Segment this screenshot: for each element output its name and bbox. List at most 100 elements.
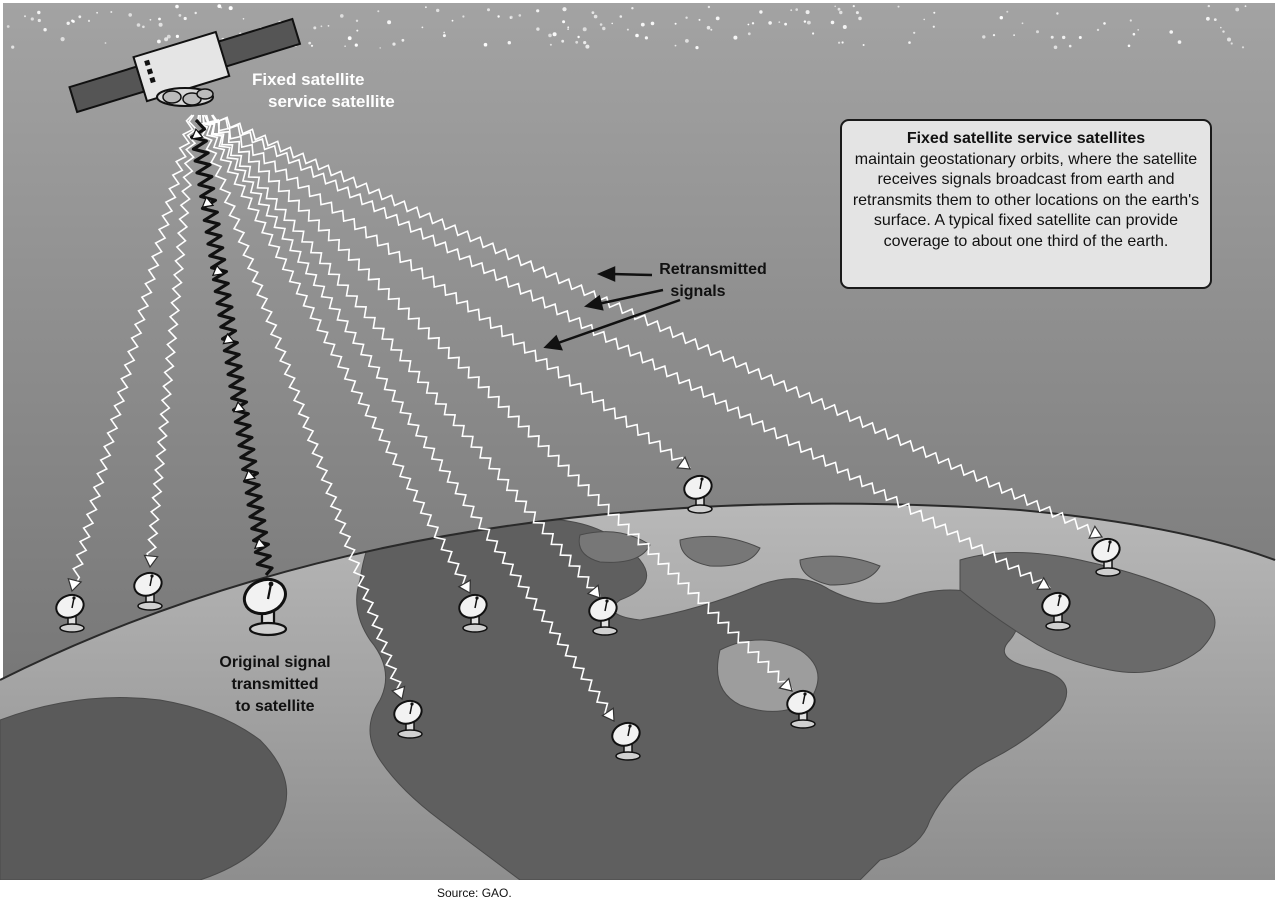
star	[78, 15, 82, 19]
satellite-dish-icon	[242, 577, 288, 637]
star	[60, 37, 65, 42]
downlink-arrowhead	[1088, 525, 1104, 539]
star	[178, 14, 182, 17]
star	[217, 4, 222, 8]
star	[1068, 44, 1072, 48]
original-label-line1: Original signal	[219, 654, 331, 671]
satellite-label-line2: service satellite	[268, 92, 395, 111]
star	[175, 34, 179, 39]
star	[549, 43, 552, 46]
uplink-arrowhead	[190, 127, 204, 140]
star	[1036, 30, 1039, 34]
star	[327, 25, 330, 27]
star	[149, 18, 152, 21]
star	[1006, 10, 1009, 13]
star	[175, 4, 179, 9]
star	[631, 7, 634, 10]
star	[583, 41, 587, 45]
star	[6, 25, 10, 28]
star	[43, 28, 47, 32]
retransmitted-label: Retransmitted signals	[650, 259, 776, 303]
uplink-arrowhead	[232, 400, 246, 413]
star	[575, 40, 579, 44]
star	[1235, 7, 1240, 12]
satellite-dish-icon	[1091, 537, 1121, 577]
star	[562, 7, 567, 12]
star	[626, 28, 629, 31]
satellite-dish-icon	[588, 596, 618, 636]
star	[650, 21, 655, 26]
star	[908, 41, 911, 44]
star	[751, 22, 755, 25]
star	[706, 25, 711, 30]
star	[1129, 19, 1132, 22]
star	[562, 20, 566, 24]
star	[858, 16, 862, 21]
star	[497, 15, 500, 18]
downlink-arrowhead	[601, 707, 615, 722]
star	[552, 32, 557, 37]
star	[308, 41, 312, 45]
star	[436, 8, 440, 13]
star	[344, 45, 346, 47]
star	[166, 34, 171, 39]
star	[611, 22, 613, 25]
star	[567, 28, 569, 30]
star	[862, 44, 865, 46]
star	[992, 34, 996, 37]
star	[313, 26, 317, 30]
stars	[6, 4, 1247, 50]
star	[157, 39, 161, 44]
star	[707, 5, 711, 9]
satellite-dish-icon	[55, 593, 85, 633]
star	[602, 26, 606, 31]
star	[837, 7, 841, 11]
uplink-arrowhead	[222, 332, 236, 345]
satellite-dish-icon	[611, 721, 641, 761]
star	[1137, 29, 1140, 31]
downlink-arrowhead	[586, 584, 601, 599]
star	[795, 8, 798, 11]
star	[136, 23, 141, 27]
star	[567, 26, 570, 29]
star	[320, 25, 323, 28]
star	[812, 32, 815, 35]
star	[401, 38, 405, 42]
downlink-signal	[146, 114, 198, 567]
info-box-body: maintain geostationary orbits, where the…	[852, 150, 1200, 250]
star	[842, 25, 847, 29]
star	[164, 37, 169, 42]
downlink-arrowhead	[391, 685, 406, 701]
star	[790, 9, 793, 12]
star	[1021, 22, 1024, 25]
star	[66, 21, 70, 25]
satellite-dish-icon	[133, 571, 163, 611]
star	[1177, 40, 1182, 44]
source-note: Source: GAO.	[437, 886, 512, 900]
ground-stations	[55, 474, 1121, 761]
star	[685, 16, 688, 19]
star	[838, 41, 841, 44]
downlink-signal	[211, 114, 1051, 589]
star	[674, 44, 677, 47]
star	[561, 39, 565, 43]
star	[536, 9, 540, 13]
star	[841, 41, 844, 44]
star	[593, 14, 598, 19]
downlink-arrowhead	[778, 677, 793, 692]
star	[585, 44, 590, 49]
star	[1013, 34, 1015, 36]
star	[913, 31, 916, 34]
star	[194, 11, 197, 15]
star	[1053, 45, 1058, 50]
star	[710, 28, 713, 31]
star	[142, 25, 145, 29]
info-box: Fixed satellite service satellites maint…	[840, 119, 1212, 289]
star	[784, 22, 787, 26]
star	[483, 42, 488, 47]
star	[698, 18, 701, 21]
star	[839, 10, 843, 15]
uplink-arrowhead	[243, 469, 257, 481]
downlink-arrowhead	[457, 579, 471, 595]
star	[11, 45, 15, 49]
